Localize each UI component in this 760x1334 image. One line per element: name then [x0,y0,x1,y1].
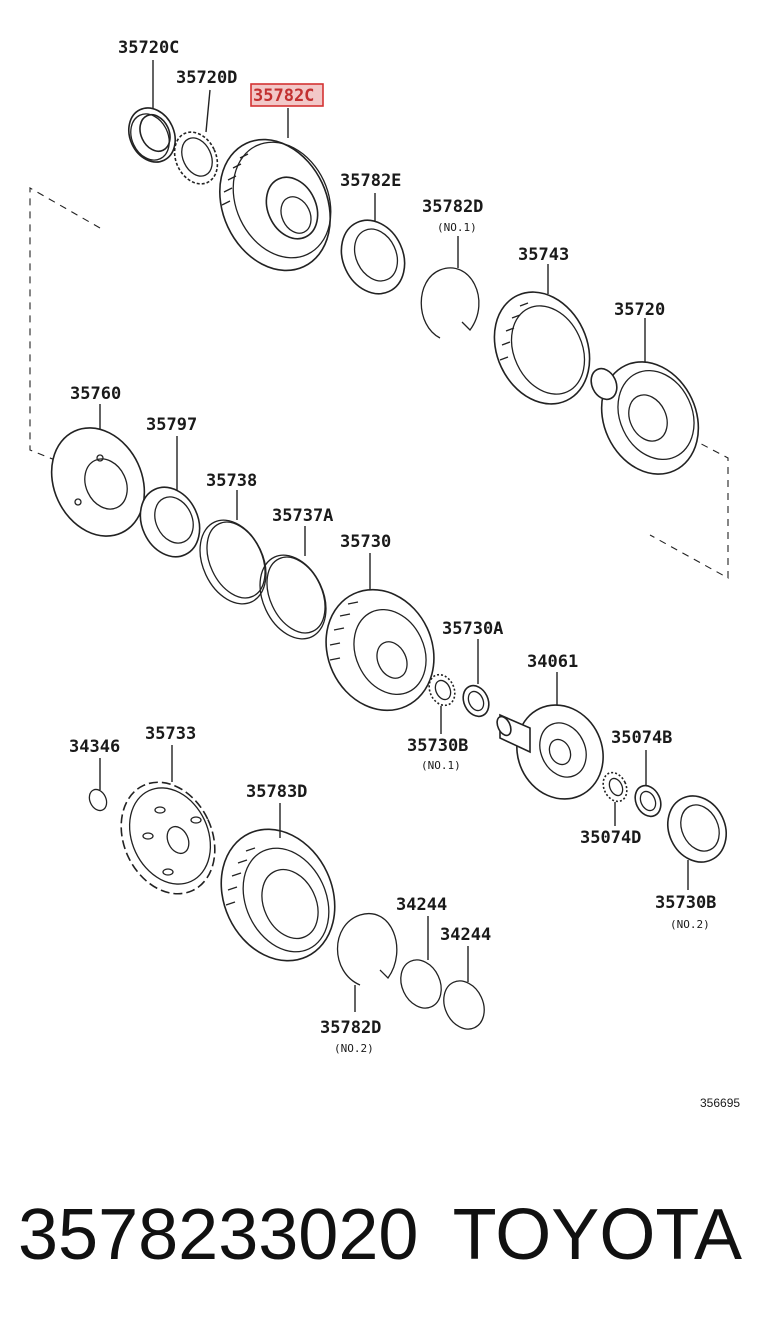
label-35720D: 35720D [176,68,237,88]
sublabel-35782D-no1: (NO.1) [437,221,477,234]
label-35782E: 35782E [340,171,401,191]
diagram-code: 356695 [700,1096,740,1110]
part-35797-bearing[interactable] [129,478,210,567]
sublabel-35730B-no2: (NO.2) [670,918,710,931]
label-35730A: 35730A [442,619,503,639]
part-35738-ring[interactable] [187,509,279,614]
label-35797: 35797 [146,415,197,435]
part-35760-gear[interactable] [34,413,161,552]
part-34346-o-ring[interactable] [86,787,110,814]
label-35074D: 35074D [580,828,641,848]
sublabel-35782D-no2: (NO.2) [334,1042,374,1055]
label-35782D-no2: 35782D [320,1018,381,1038]
label-35074B: 35074B [611,728,672,748]
part-35782D-no1-snap-ring[interactable] [420,267,480,339]
part-34061-shaft-gear[interactable] [494,691,618,814]
label-35737A: 35737A [272,506,333,526]
label-35720C: 35720C [118,38,179,58]
part-35783D-gear[interactable] [200,811,355,980]
part-35730A-washer[interactable] [458,681,493,720]
label-34244-b: 34244 [440,925,491,945]
part-34244-o-ring-b[interactable] [436,974,492,1035]
part-35730B-no2-bearing[interactable] [657,786,736,871]
label-35730B-no1: 35730B [407,736,468,756]
part-35733-sprocket[interactable] [104,767,233,909]
label-35743: 35743 [518,245,569,265]
label-35738: 35738 [206,471,257,491]
brand-name: TOYOTA [452,1195,742,1275]
label-35730B-no2: 35730B [655,893,716,913]
label-35760: 35760 [70,384,121,404]
footer: 3578233020 TOYOTA [0,1180,760,1290]
label-35782D-no1: 35782D [422,197,483,217]
part-35782C-gear[interactable] [199,121,351,288]
part-35720-drum[interactable] [584,346,716,490]
label-35730: 35730 [340,532,391,552]
part-34244-o-ring-a[interactable] [393,953,449,1014]
sublabel-35730B-no1: (NO.1) [421,759,461,772]
label-34061: 34061 [527,652,578,672]
label-35720: 35720 [614,300,665,320]
part-35737A-ring[interactable] [247,544,339,649]
part-35730B-no1-bearing[interactable] [424,670,459,709]
part-number: 3578233020 [18,1195,419,1275]
part-35074D-bearing[interactable] [599,769,632,805]
highlight-box-35782C [250,83,324,107]
part-35730-carrier[interactable] [307,572,454,728]
label-35733: 35733 [145,724,196,744]
assembly-guide-lines [29,187,729,579]
part-35782D-no2-snap-ring[interactable] [337,912,398,986]
part-35720C-bearing[interactable] [120,100,184,169]
part-35743-gear[interactable] [477,276,608,419]
label-35783D: 35783D [246,782,307,802]
part-35074B-washer[interactable] [630,781,665,820]
label-34244-a: 34244 [396,895,447,915]
part-35782E-bearing[interactable] [330,210,416,304]
exploded-parts-diagram: 35720C 35720D 35782C 35782E 35782D (NO.1… [29,38,740,1110]
label-34346: 34346 [69,737,120,757]
label-35782C: 35782C [253,86,314,106]
part-35720D-ring[interactable] [166,125,225,191]
